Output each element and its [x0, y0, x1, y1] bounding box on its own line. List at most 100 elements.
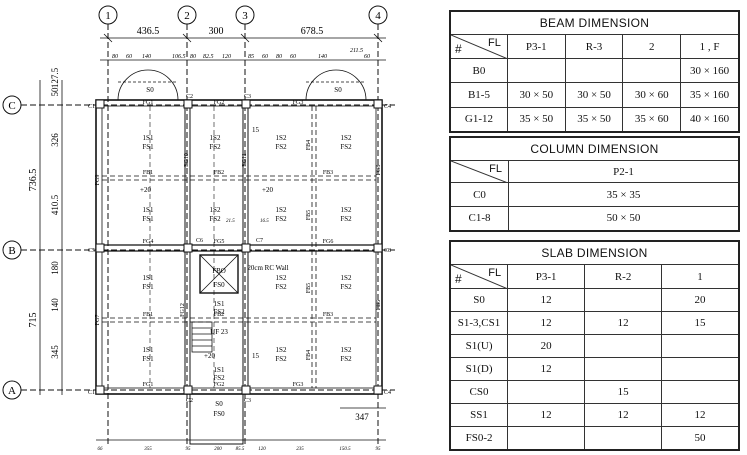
beam-table-header-corner: # FL — [449, 34, 508, 59]
beam-cell — [506, 58, 566, 83]
slab-row-label: S1(D) — [449, 357, 509, 381]
slab-row-label: FS0-2 — [449, 426, 509, 450]
beam-label: FB6 — [376, 300, 382, 310]
beam-label: FB1 — [143, 312, 153, 318]
grid-row-a: A — [8, 385, 16, 397]
columns — [95, 99, 383, 395]
col-label: C1 — [88, 104, 95, 110]
dim-left: 326 — [50, 133, 60, 147]
column-table-fl: FL — [489, 163, 502, 175]
slab-row-label: SS1 — [449, 403, 509, 427]
slab-cell — [507, 426, 586, 450]
slab-cell — [507, 380, 586, 404]
slab-cell: 12 — [507, 311, 586, 335]
beam-cell — [564, 58, 624, 83]
grid-col-3: 3 — [242, 10, 248, 22]
slab-label: 1S1 — [143, 206, 154, 214]
slab-cell: 12 — [661, 403, 740, 427]
beam-label: FB3 — [323, 170, 333, 176]
top-sub-dim: 140 — [318, 53, 327, 60]
slab-label: FS2 — [275, 215, 287, 223]
beam-col-header: 1 , F — [680, 34, 740, 59]
beam-label: FB1 — [143, 170, 153, 176]
left-dimension-lines — [39, 80, 63, 395]
balcony-arcs — [117, 69, 367, 101]
bottom-sub-dim: 66 — [98, 447, 104, 452]
top-sub-dim: 60 — [126, 54, 132, 60]
grid-col-1: 1 — [105, 10, 111, 22]
beam-table-title: BEAM DIMENSION — [449, 10, 740, 35]
slab-label: FS2 — [213, 308, 225, 316]
fbo-label: FBO — [212, 267, 226, 275]
slab-table-fl: FL — [488, 267, 502, 279]
top-dimension-line — [100, 33, 386, 61]
top-sub-dims: 80 60 140 106.5 80 82.5 120 85 60 80 60 … — [112, 48, 370, 60]
beam-table-fl: FL — [488, 37, 501, 49]
slab-label: 1S2 — [276, 346, 287, 354]
beam-label: FG5 — [214, 239, 225, 245]
slab-label: FS1 — [142, 143, 154, 151]
uf-label: UF 23 — [210, 328, 228, 336]
col-label: C3 — [244, 94, 251, 100]
top-sub-dim: 120 — [222, 54, 231, 60]
bottom-sub-dim: 235 — [296, 447, 304, 452]
beam-label: FG2 — [214, 382, 225, 388]
beam-label: FG7 — [95, 315, 101, 326]
slab-label: 1S2 — [210, 134, 221, 142]
bottom-sub-dim: 85.5 — [236, 447, 245, 452]
slab-label: 1S2 — [210, 206, 221, 214]
slab-row-label: S0 — [449, 288, 509, 312]
beam-label: FG9 — [95, 175, 101, 186]
grid-bubbles-left — [2, 95, 395, 400]
beam-cell: 30 × 60 — [622, 82, 682, 108]
grid-col-2: 2 — [184, 10, 190, 22]
dim-total-upper: 736.5 — [28, 169, 39, 192]
slab-cell: 20 — [661, 288, 740, 312]
column-labels: C1 C2 C3 C4 C5 C6 C7 C8 C1 C2 C3 C4 — [88, 94, 391, 404]
slab-label: FS2 — [340, 215, 352, 223]
slab-label: FS2 — [340, 283, 352, 291]
beam-row-label: B1-5 — [449, 82, 508, 108]
slab-label: FS2 — [275, 143, 287, 151]
slab-label: FS2 — [209, 215, 221, 223]
s0-bottom-label: S0 — [215, 400, 223, 408]
beam-label: FG12 — [180, 303, 186, 317]
column-cell: 50 × 50 — [508, 206, 740, 231]
slab-label: FS2 — [213, 374, 225, 382]
top-sub-dim: 60 — [262, 54, 268, 60]
beam-label: FB4 — [306, 350, 312, 360]
beam-cell: 30 × 50 — [506, 82, 566, 108]
slab-cell — [584, 357, 663, 381]
beam-label: FB4 — [306, 140, 312, 150]
bottom-sub-dim: 120 — [258, 447, 266, 452]
beam-cell: 35 × 50 — [506, 107, 566, 132]
col-label: C2 — [186, 398, 193, 404]
top-sub-dim: 80 — [190, 54, 196, 60]
slab-cell — [661, 357, 740, 381]
top-sub-dim: 60 — [364, 54, 370, 60]
beam-label: FG6 — [323, 239, 334, 245]
beam-row-label: B0 — [449, 58, 508, 83]
slab-row-label: CS0 — [449, 380, 509, 404]
slab-cell — [584, 334, 663, 358]
column-cell: 35 × 35 — [508, 182, 740, 207]
slab-label: 1S2 — [341, 274, 352, 282]
dim-left: 345 — [50, 345, 60, 359]
col-label: C8 — [384, 248, 391, 254]
slab-label: FS1 — [142, 355, 154, 363]
dim-left: 50 — [50, 87, 60, 97]
column-dimension-table: COLUMN DIMENSION FL P2-1 C0 35 × 35 C1-8… — [449, 136, 740, 232]
grid-col-4: 4 — [375, 10, 381, 22]
beam-label: FB3 — [323, 312, 333, 318]
beam-label: FG11 — [242, 153, 248, 166]
bottom-sub-dims: 66 355 95 200 85.5 120 235 150.5 95 — [98, 447, 382, 452]
fs0-label: FS0 — [213, 281, 225, 289]
bottom-sub-dim: 150.5 — [339, 447, 351, 452]
stair-core — [189, 254, 244, 445]
slab-label: FS2 — [340, 355, 352, 363]
slab-row-label: S1-3,CS1 — [449, 311, 509, 335]
grid-col-labels: 1 2 3 4 — [105, 10, 381, 22]
slab-cell: 12 — [584, 403, 663, 427]
dim-left: 180 — [50, 261, 60, 275]
slab-label: FS1 — [142, 215, 154, 223]
